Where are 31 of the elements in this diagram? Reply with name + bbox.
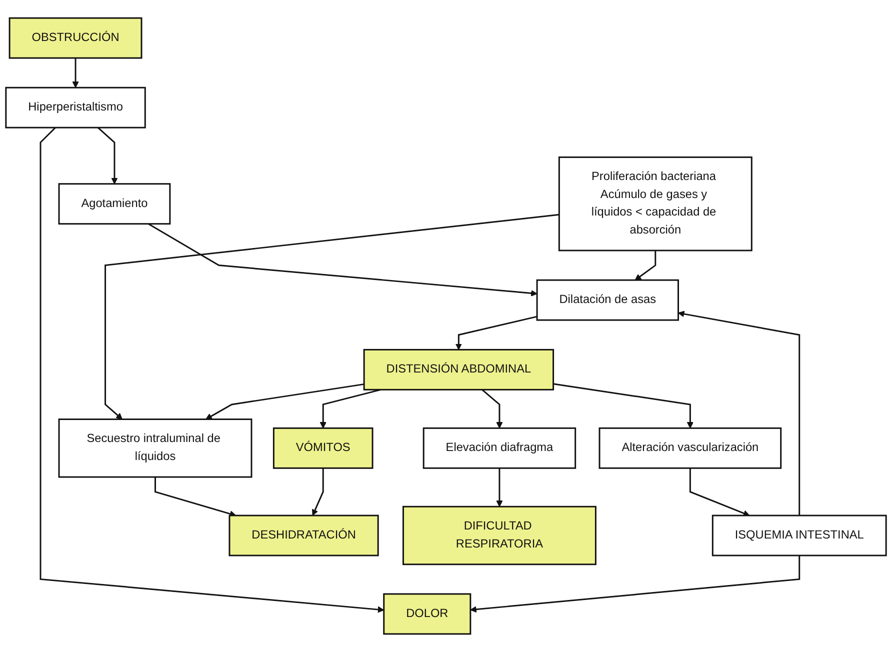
- node-box: Elevación diafragma: [422, 427, 576, 469]
- node-box: Secuestro intraluminal de líquidos: [58, 418, 252, 478]
- node-box: Hiperperistaltismo: [5, 86, 146, 128]
- arrow: [104, 214, 560, 420]
- arrow: [482, 389, 503, 428]
- node-box: Agotamiento: [58, 183, 171, 225]
- node-box: ISQUEMIA INTESTINAL: [712, 514, 887, 556]
- node-box: OBSTRUCCIÓN: [8, 17, 142, 59]
- arrow: [455, 316, 538, 350]
- node-box: VÓMITOS: [272, 427, 374, 469]
- node-box: DOLOR: [383, 593, 472, 635]
- arrow: [634, 250, 656, 280]
- arrow: [206, 383, 364, 420]
- arrow: [312, 468, 324, 516]
- arrow: [470, 555, 800, 613]
- node-box: DESHIDRATACIÓN: [228, 514, 379, 556]
- arrow: [148, 223, 538, 296]
- arrow: [689, 468, 750, 516]
- arrow: [553, 383, 694, 428]
- arrow: [320, 388, 381, 428]
- node-box: Proliferación bacteriana Acúmulo de gases y líquidos < capacidad de absorción: [558, 156, 752, 252]
- node-box: Alteración vascularización: [598, 427, 782, 469]
- node-box: Dilatación de asas: [536, 279, 679, 321]
- arrow: [72, 58, 79, 88]
- arrow: [154, 477, 236, 517]
- arrow: [678, 310, 800, 516]
- node-box: DIFICULTAD RESPIRATORIA: [402, 506, 596, 566]
- arrow: [97, 127, 118, 184]
- node-box: DISTENSIÓN ABDOMINAL: [363, 348, 554, 390]
- arrow: [40, 127, 384, 613]
- arrow: [496, 468, 503, 507]
